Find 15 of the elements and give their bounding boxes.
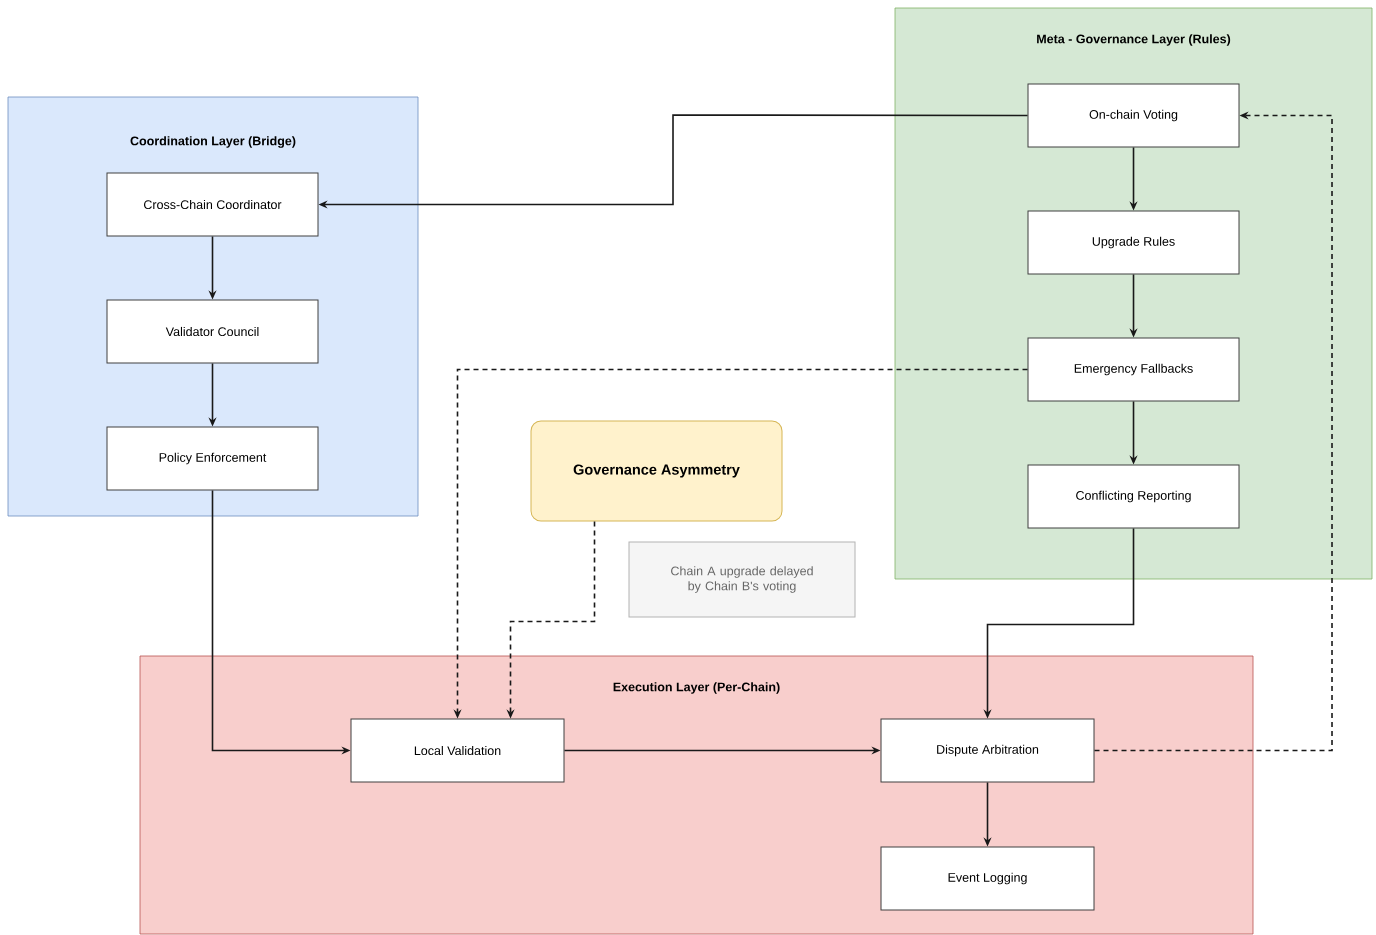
note-box: Chain A upgrade delayed by Chain B's voting — [628, 541, 856, 618]
process-box: Conflicting Reporting — [1027, 464, 1240, 529]
process-box: Event Logging — [880, 846, 1095, 911]
process-box: Validator Council — [106, 299, 319, 364]
process-box: On-chain Voting — [1027, 83, 1240, 148]
panel-title: Coordination Layer (Bridge) — [130, 136, 296, 148]
process-box: Emergency Fallbacks — [1027, 337, 1240, 402]
process-box: Upgrade Rules — [1027, 210, 1240, 275]
process-box: Local Validation — [350, 718, 565, 783]
process-box: Dispute Arbitration — [880, 718, 1095, 783]
process-box: Cross-Chain Coordinator — [106, 172, 319, 237]
panel-title: Meta - Governance Layer (Rules) — [1037, 34, 1231, 46]
process-box: Policy Enforcement — [106, 426, 319, 491]
highlight-box: Governance Asymmetry — [530, 420, 783, 522]
panel-title: Execution Layer (Per-Chain) — [613, 682, 780, 694]
